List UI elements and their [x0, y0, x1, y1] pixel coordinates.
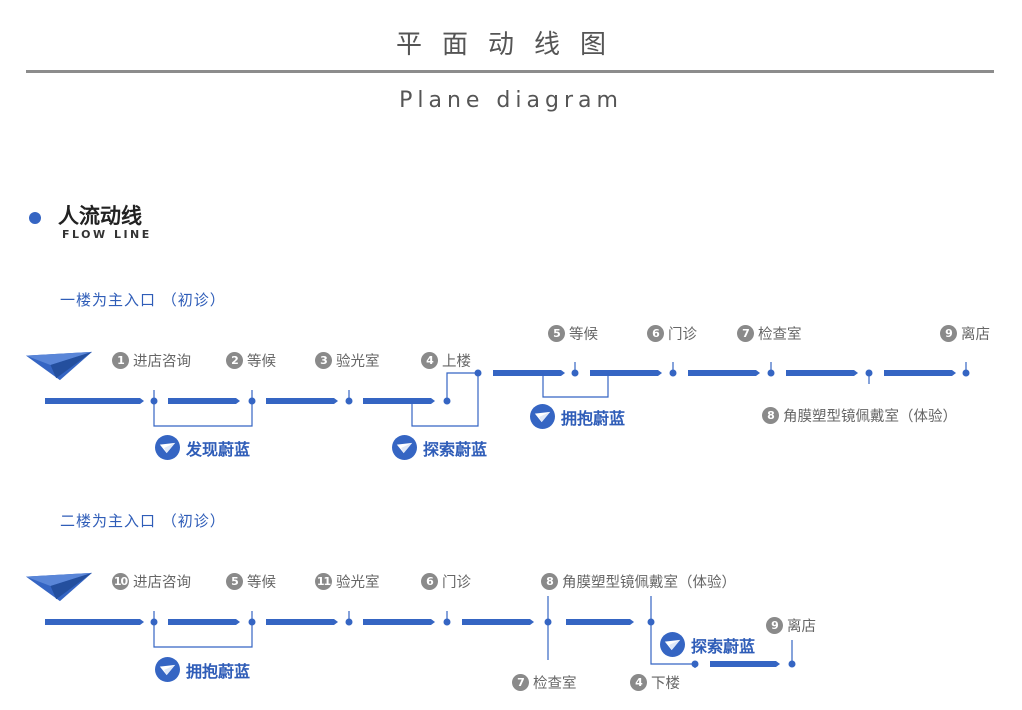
paper-plane-icon — [26, 351, 92, 381]
step-label: 检查室 — [758, 327, 802, 343]
step-number: 9 — [766, 617, 783, 634]
floor1-step-9: 9 离店 — [940, 323, 990, 344]
floor1-step-4: 4 上楼 — [421, 350, 471, 371]
step-number: 8 — [762, 407, 779, 424]
section-title: 人流动线 — [58, 204, 142, 228]
step-label: 门诊 — [442, 575, 471, 591]
floor1-step-1: 1 进店咨询 — [112, 350, 191, 371]
step-number: 7 — [512, 674, 529, 691]
step-number: 11 — [315, 573, 332, 590]
step-label: 检查室 — [533, 676, 577, 692]
section-subtitle: FLOW LINE — [62, 228, 152, 241]
step-label: 等候 — [247, 354, 276, 370]
floor1-ticks — [153, 362, 967, 401]
step-number: 5 — [548, 325, 565, 342]
step-number: 10 — [112, 573, 129, 590]
floor2-badge-explore: 探索蔚蓝 — [660, 632, 755, 657]
step-label: 门诊 — [668, 327, 697, 343]
step-number: 3 — [315, 352, 332, 369]
step-label: 进店咨询 — [133, 354, 191, 370]
floor2-step-6: 6 门诊 — [421, 571, 471, 592]
step-label: 离店 — [961, 327, 990, 343]
step-label: 下楼 — [651, 676, 680, 692]
floor1-step-5: 5 等候 — [548, 323, 598, 344]
floor2-step-9: 9 离店 — [766, 615, 816, 636]
floor1-connectors — [153, 372, 609, 427]
badge-label: 拥抱蔚蓝 — [186, 661, 251, 681]
floor2-badge-embrace: 拥抱蔚蓝 — [155, 657, 250, 682]
floor1-badge-discover: 发现蔚蓝 — [155, 435, 250, 460]
floor2-step-5: 5 等候 — [226, 571, 276, 592]
floor2-connectors — [153, 596, 695, 665]
floor1-arrows — [45, 370, 956, 404]
step-label: 上楼 — [442, 354, 471, 370]
bullet-dot-icon — [29, 212, 41, 224]
step-number: 4 — [630, 674, 647, 691]
floor2-step-4: 4 下楼 — [630, 672, 680, 693]
step-label: 验光室 — [336, 354, 380, 370]
step-number: 2 — [226, 352, 243, 369]
floor2-step-8: 8 角膜塑型镜佩戴室（体验） — [541, 571, 736, 592]
floor2-entry-label: 二楼为主入口 （初诊） — [60, 512, 226, 530]
step-label: 验光室 — [336, 575, 380, 591]
floor1-step-8: 8 角膜塑型镜佩戴室（体验） — [762, 405, 957, 426]
step-label: 进店咨询 — [133, 575, 191, 591]
step-number: 1 — [112, 352, 129, 369]
floor1-step-2: 2 等候 — [226, 350, 276, 371]
badge-label: 探索蔚蓝 — [691, 636, 756, 656]
floor2-step-7: 7 检查室 — [512, 672, 577, 693]
page-subtitle: Plane diagram — [399, 88, 623, 113]
step-number: 6 — [421, 573, 438, 590]
step-number: 5 — [226, 573, 243, 590]
step-number: 6 — [647, 325, 664, 342]
paper-plane-icon — [392, 435, 417, 460]
paper-plane-icon — [26, 572, 92, 602]
badge-label: 探索蔚蓝 — [423, 439, 488, 459]
page-title: 平面动线图 — [395, 30, 626, 60]
paper-plane-icon — [155, 657, 180, 682]
floor1-entry-label: 一楼为主入口 （初诊） — [60, 291, 226, 309]
step-number: 9 — [940, 325, 957, 342]
step-label: 离店 — [787, 619, 816, 635]
step-number: 8 — [541, 573, 558, 590]
floor2-step-10: 10 进店咨询 — [112, 571, 191, 592]
badge-label: 发现蔚蓝 — [186, 439, 251, 459]
floor1-step-7: 7 检查室 — [737, 323, 802, 344]
floor1-step-3: 3 验光室 — [315, 350, 380, 371]
floor1-badge-embrace: 拥抱蔚蓝 — [530, 404, 625, 429]
paper-plane-icon — [660, 632, 685, 657]
floor2-arrows — [45, 619, 780, 667]
step-label: 等候 — [247, 575, 276, 591]
floor1-step-6: 6 门诊 — [647, 323, 697, 344]
paper-plane-icon — [530, 404, 555, 429]
badge-label: 拥抱蔚蓝 — [561, 408, 626, 428]
floor1-flow — [26, 351, 970, 427]
step-number: 7 — [737, 325, 754, 342]
step-number: 4 — [421, 352, 438, 369]
step-label: 角膜塑型镜佩戴室（体验） — [783, 409, 957, 425]
floor2-flow — [26, 572, 796, 668]
floor2-step-11: 11 验光室 — [315, 571, 380, 592]
step-label: 角膜塑型镜佩戴室（体验） — [562, 575, 736, 591]
floor2-ticks — [153, 596, 793, 668]
title-divider — [26, 70, 994, 73]
step-label: 等候 — [569, 327, 598, 343]
floor1-badge-explore: 探索蔚蓝 — [392, 435, 487, 460]
paper-plane-icon — [155, 435, 180, 460]
